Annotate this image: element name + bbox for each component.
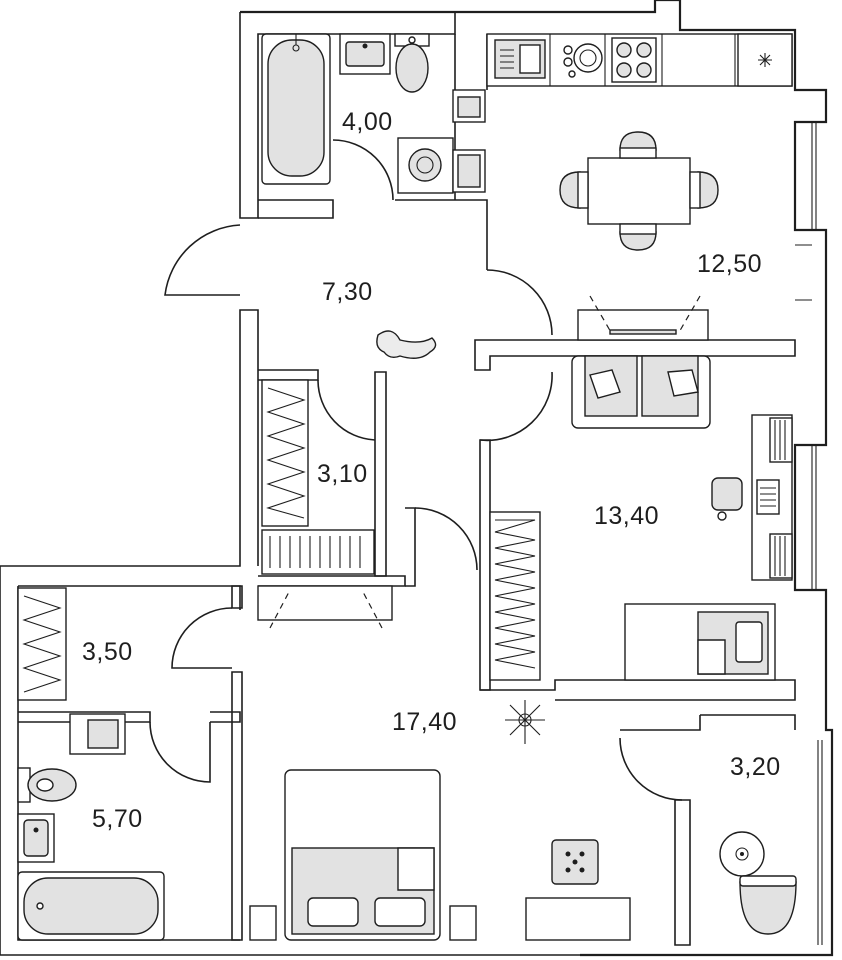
area-labels: 4,00 12,50 7,30 3,10 13,40 3,50 17,40 5,…	[82, 108, 781, 833]
washing-machine-icon	[397, 137, 454, 194]
pet-dog-icon	[376, 330, 437, 359]
fridge-icon	[737, 33, 793, 87]
doors	[149, 139, 683, 801]
toilet-icon	[17, 767, 77, 803]
washing-machine-icon	[69, 713, 126, 755]
toilet-icon	[739, 875, 797, 935]
chair-icon	[711, 477, 743, 521]
wardrobe-icon	[489, 511, 541, 681]
bed-icon	[624, 603, 776, 681]
tv-icon	[577, 295, 709, 341]
stove-icon	[563, 43, 603, 78]
area-living-room: 17,40	[392, 708, 457, 736]
living-door	[414, 507, 478, 571]
kitchen-door	[486, 269, 553, 336]
sink-icon	[17, 813, 55, 863]
stove-icon	[611, 37, 657, 83]
area-bathroom-bottom: 5,70	[92, 805, 143, 833]
area-storage: 3,50	[82, 638, 133, 666]
bed-icon	[284, 769, 441, 941]
bathtub-icon	[261, 33, 331, 185]
nightstand	[249, 905, 277, 941]
sink-icon	[494, 39, 546, 79]
wardrobe-icon	[261, 379, 375, 575]
closet-door	[317, 379, 376, 441]
bathtub-icon	[17, 871, 165, 941]
area-closet: 3,10	[317, 460, 368, 488]
dining-table-icon	[559, 131, 719, 251]
area-hallway: 7,30	[322, 278, 373, 306]
wardrobe-icon	[17, 587, 67, 701]
area-bedroom: 13,40	[594, 502, 659, 530]
area-kitchen: 12,50	[697, 250, 762, 278]
desk-icon	[525, 839, 631, 941]
toilet-icon	[394, 33, 430, 93]
bathroom-top-door	[332, 139, 394, 201]
sofa-icon	[571, 355, 711, 429]
area-balcony: 3,20	[730, 753, 781, 781]
entry-door	[164, 224, 241, 296]
bedroom-door	[479, 371, 553, 442]
bath-bottom-door	[149, 721, 211, 783]
tv-icon	[257, 585, 393, 629]
storage-door	[171, 607, 233, 669]
desk-icon	[751, 414, 793, 581]
area-bathroom-top: 4,00	[342, 108, 393, 136]
nightstand	[449, 905, 477, 941]
balcony-door	[619, 737, 683, 801]
sink-icon	[339, 33, 391, 75]
plant-icon	[505, 700, 545, 744]
shower-icon	[719, 831, 765, 877]
